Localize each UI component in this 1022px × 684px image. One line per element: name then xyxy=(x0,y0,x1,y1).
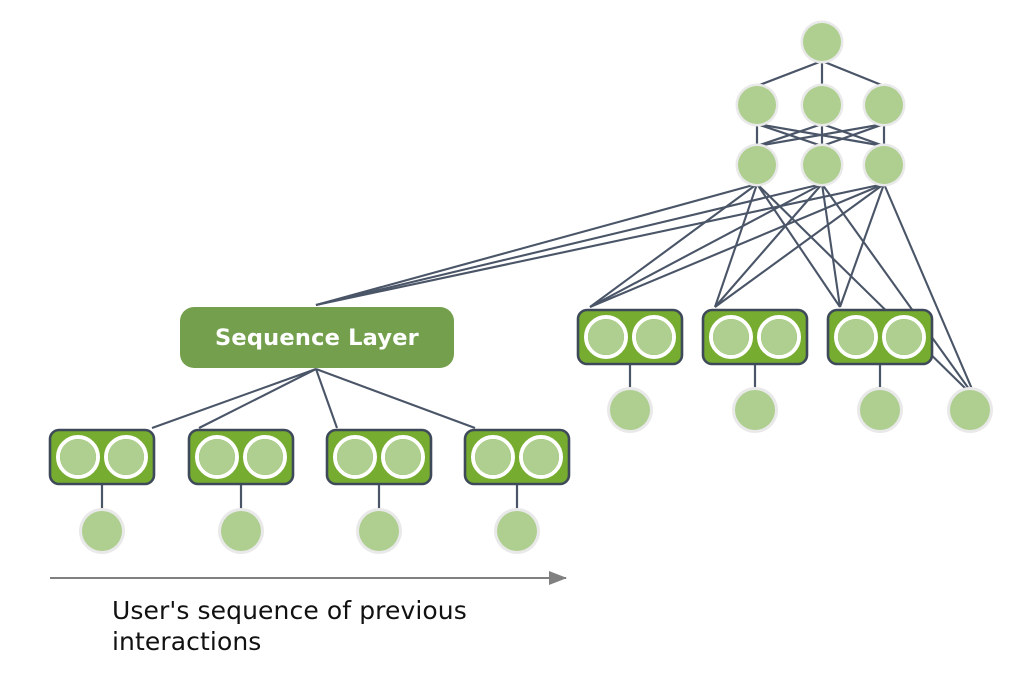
history-interaction-group xyxy=(48,428,571,554)
edges-layer xyxy=(100,59,973,510)
interaction-box[interactable] xyxy=(826,308,934,366)
interaction-box[interactable] xyxy=(576,308,684,366)
interaction-box[interactable] xyxy=(701,308,809,366)
interaction-box[interactable] xyxy=(187,428,295,486)
candidate-interaction-group xyxy=(576,308,993,433)
mlp-input-row xyxy=(735,143,906,187)
sequence-layer-box[interactable] xyxy=(180,307,454,368)
mlp-hidden-row xyxy=(735,83,906,127)
output-mlp xyxy=(735,20,906,187)
item-circle xyxy=(607,387,653,433)
edges-mlp-to-right-items xyxy=(589,183,973,390)
item-circle xyxy=(732,387,778,433)
item-circle xyxy=(494,508,540,554)
item-circle xyxy=(947,387,993,433)
edges-sequence-to-left-boxes xyxy=(151,368,476,429)
item-circle xyxy=(356,508,402,554)
mlp-edges-hidden-to-input xyxy=(755,122,886,148)
timeline-caption: User's sequence of previous interactions xyxy=(112,596,467,656)
item-circle xyxy=(218,508,264,554)
mlp-top-node xyxy=(800,20,844,64)
edges-right-box-stems xyxy=(628,364,882,389)
item-circle xyxy=(857,387,903,433)
interaction-box[interactable] xyxy=(48,428,156,486)
item-circle xyxy=(79,508,125,554)
edges-sequence-to-mlp xyxy=(315,182,885,307)
mlp-edges-top-to-hidden xyxy=(756,59,885,88)
interaction-box[interactable] xyxy=(463,428,571,486)
interaction-box[interactable] xyxy=(325,428,433,486)
edges-left-box-stems xyxy=(100,484,519,510)
